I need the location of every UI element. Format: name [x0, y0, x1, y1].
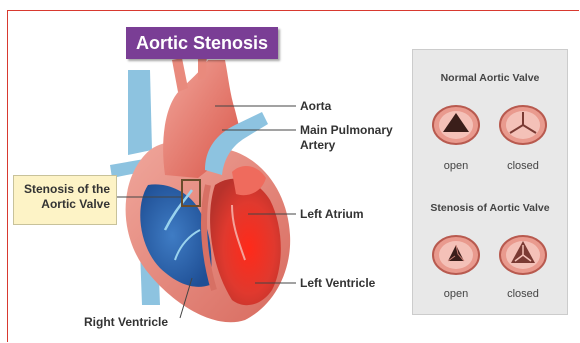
label-left-ventricle: Left Ventricle	[300, 276, 375, 290]
superior-vena-cava	[128, 70, 152, 155]
label-right-ventricle: Right Ventricle	[84, 315, 168, 329]
stenosis-valve-open-icon	[431, 234, 481, 276]
stenosis-valve-closed-icon	[498, 234, 548, 276]
normal-closed-label: closed	[493, 160, 553, 172]
label-left-atrium: Left Atrium	[300, 207, 364, 221]
normal-valve-title: Normal Aortic Valve	[413, 72, 567, 84]
normal-valve-closed-icon	[498, 104, 548, 146]
label-stenosis-line1: Stenosis of the	[14, 176, 116, 197]
valve-comparison-panel: Normal Aortic Valve open closed Stenosis…	[412, 49, 568, 315]
label-aorta: Aorta	[300, 99, 331, 113]
label-main-pulmonary-line1: Main Pulmonary	[300, 123, 393, 137]
title-badge: Aortic Stenosis	[126, 27, 278, 59]
stenosis-callout: Stenosis of the Aortic Valve	[13, 175, 117, 225]
stenosis-open-label: open	[426, 288, 486, 300]
label-stenosis-line2: Aortic Valve	[14, 197, 116, 212]
stenosis-closed-label: closed	[493, 288, 553, 300]
stenosis-valve-title: Stenosis of Aortic Valve	[413, 202, 567, 214]
normal-open-label: open	[426, 160, 486, 172]
label-main-pulmonary-line2: Artery	[300, 138, 335, 152]
normal-valve-open-icon	[431, 104, 481, 146]
